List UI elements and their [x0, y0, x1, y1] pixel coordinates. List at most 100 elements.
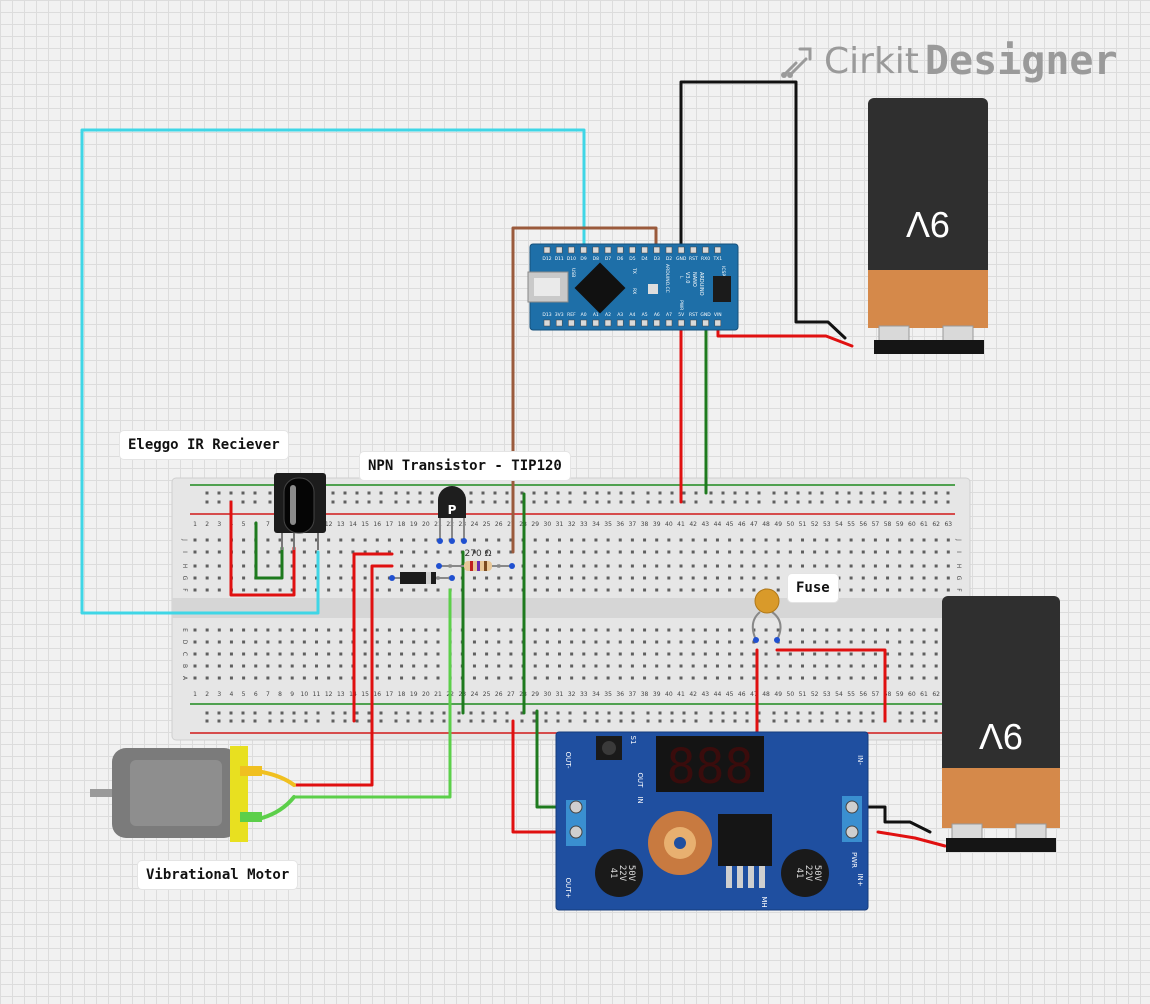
breadboard-hole[interactable]: [801, 550, 804, 554]
breadboard-hole[interactable]: [849, 628, 853, 632]
breadboard-hole[interactable]: [278, 676, 282, 680]
breadboard-hole[interactable]: [472, 664, 476, 668]
buck-out-minus-screw[interactable]: [569, 800, 583, 814]
rail-hole[interactable]: [205, 719, 209, 723]
breadboard-hole[interactable]: [193, 652, 197, 656]
breadboard-hole[interactable]: [922, 538, 926, 542]
breadboard-hole[interactable]: [825, 676, 829, 680]
vibration-motor[interactable]: [90, 746, 262, 842]
breadboard-hole[interactable]: [788, 640, 792, 644]
rail-hole[interactable]: [784, 711, 788, 715]
rail-hole[interactable]: [658, 491, 662, 495]
rail-hole[interactable]: [304, 719, 308, 723]
breadboard-hole[interactable]: [703, 538, 707, 542]
rail-hole[interactable]: [406, 500, 410, 504]
breadboard-hole[interactable]: [424, 538, 428, 542]
breadboard-hole[interactable]: [497, 538, 501, 542]
rail-hole[interactable]: [331, 711, 335, 715]
breadboard-hole[interactable]: [776, 664, 780, 668]
rail-hole[interactable]: [520, 719, 524, 723]
breadboard-hole[interactable]: [752, 538, 756, 542]
breadboard-hole[interactable]: [898, 652, 902, 656]
breadboard-hole[interactable]: [497, 640, 501, 644]
rail-hole[interactable]: [379, 500, 383, 504]
rail-hole[interactable]: [394, 719, 398, 723]
breadboard-hole[interactable]: [606, 628, 610, 632]
breadboard-hole[interactable]: [715, 664, 719, 668]
breadboard-hole[interactable]: [193, 628, 197, 632]
breadboard-hole[interactable]: [424, 652, 428, 656]
rail-hole[interactable]: [859, 491, 863, 495]
breadboard-hole[interactable]: [193, 538, 197, 542]
breadboard-hole[interactable]: [813, 652, 817, 656]
rail-hole[interactable]: [898, 491, 902, 495]
rail-hole[interactable]: [493, 500, 497, 504]
rail-hole[interactable]: [268, 491, 272, 495]
arduino-pin[interactable]: [543, 246, 551, 254]
arduino-pin[interactable]: [690, 319, 697, 327]
breadboard-hole[interactable]: [302, 628, 306, 632]
breadboard-hole[interactable]: [594, 652, 598, 656]
breadboard-hole[interactable]: [254, 664, 258, 668]
rail-hole[interactable]: [820, 500, 824, 504]
rail-hole[interactable]: [784, 719, 788, 723]
breadboard-hole[interactable]: [545, 576, 549, 580]
breadboard-hole[interactable]: [679, 588, 683, 592]
breadboard-hole[interactable]: [594, 588, 598, 592]
breadboard-hole[interactable]: [570, 588, 574, 592]
breadboard-hole[interactable]: [509, 640, 513, 644]
rail-hole[interactable]: [568, 711, 572, 715]
breadboard-hole[interactable]: [472, 676, 476, 680]
arduino-pin[interactable]: [543, 319, 551, 327]
breadboard-hole[interactable]: [910, 664, 914, 668]
breadboard-hole[interactable]: [594, 628, 598, 632]
breadboard-hole[interactable]: [290, 564, 294, 568]
rail-hole[interactable]: [217, 711, 221, 715]
breadboard-hole[interactable]: [400, 664, 404, 668]
breadboard-hole[interactable]: [302, 640, 306, 644]
rail-hole[interactable]: [241, 491, 245, 495]
breadboard-hole[interactable]: [655, 588, 659, 592]
breadboard-hole[interactable]: [801, 652, 804, 656]
breadboard-hole[interactable]: [290, 664, 294, 668]
breadboard-hole[interactable]: [327, 652, 331, 656]
breadboard-hole[interactable]: [327, 538, 331, 542]
rail-hole[interactable]: [946, 491, 950, 495]
breadboard-hole[interactable]: [655, 676, 659, 680]
breadboard-hole[interactable]: [327, 550, 331, 554]
npn-transistor[interactable]: P: [437, 486, 467, 544]
rail-hole[interactable]: [556, 500, 560, 504]
breadboard-hole[interactable]: [849, 564, 853, 568]
breadboard-hole[interactable]: [873, 652, 877, 656]
rail-hole[interactable]: [556, 491, 560, 495]
breadboard-hole[interactable]: [813, 538, 817, 542]
breadboard-hole[interactable]: [278, 664, 282, 668]
breadboard-hole[interactable]: [886, 628, 890, 632]
rail-hole[interactable]: [469, 719, 473, 723]
breadboard-hole[interactable]: [837, 550, 841, 554]
rail-hole[interactable]: [910, 491, 914, 495]
breadboard-hole[interactable]: [570, 550, 574, 554]
breadboard-hole[interactable]: [387, 538, 391, 542]
breadboard-hole[interactable]: [545, 538, 549, 542]
breadboard-hole[interactable]: [193, 588, 197, 592]
rail-hole[interactable]: [694, 719, 698, 723]
breadboard-hole[interactable]: [558, 640, 561, 644]
breadboard-hole[interactable]: [655, 640, 659, 644]
breadboard-hole[interactable]: [497, 676, 501, 680]
rail-hole[interactable]: [481, 500, 485, 504]
breadboard-hole[interactable]: [837, 564, 841, 568]
breadboard-hole[interactable]: [594, 538, 598, 542]
breadboard-hole[interactable]: [205, 676, 209, 680]
breadboard-hole[interactable]: [667, 652, 671, 656]
breadboard-hole[interactable]: [849, 588, 853, 592]
breadboard-hole[interactable]: [254, 628, 258, 632]
breadboard-hole[interactable]: [922, 628, 926, 632]
breadboard-hole[interactable]: [667, 564, 671, 568]
rail-hole[interactable]: [934, 491, 938, 495]
breadboard-hole[interactable]: [606, 576, 610, 580]
rail-hole[interactable]: [595, 491, 599, 495]
breadboard-hole[interactable]: [363, 538, 367, 542]
breadboard-hole[interactable]: [643, 550, 647, 554]
breadboard-hole[interactable]: [788, 652, 792, 656]
